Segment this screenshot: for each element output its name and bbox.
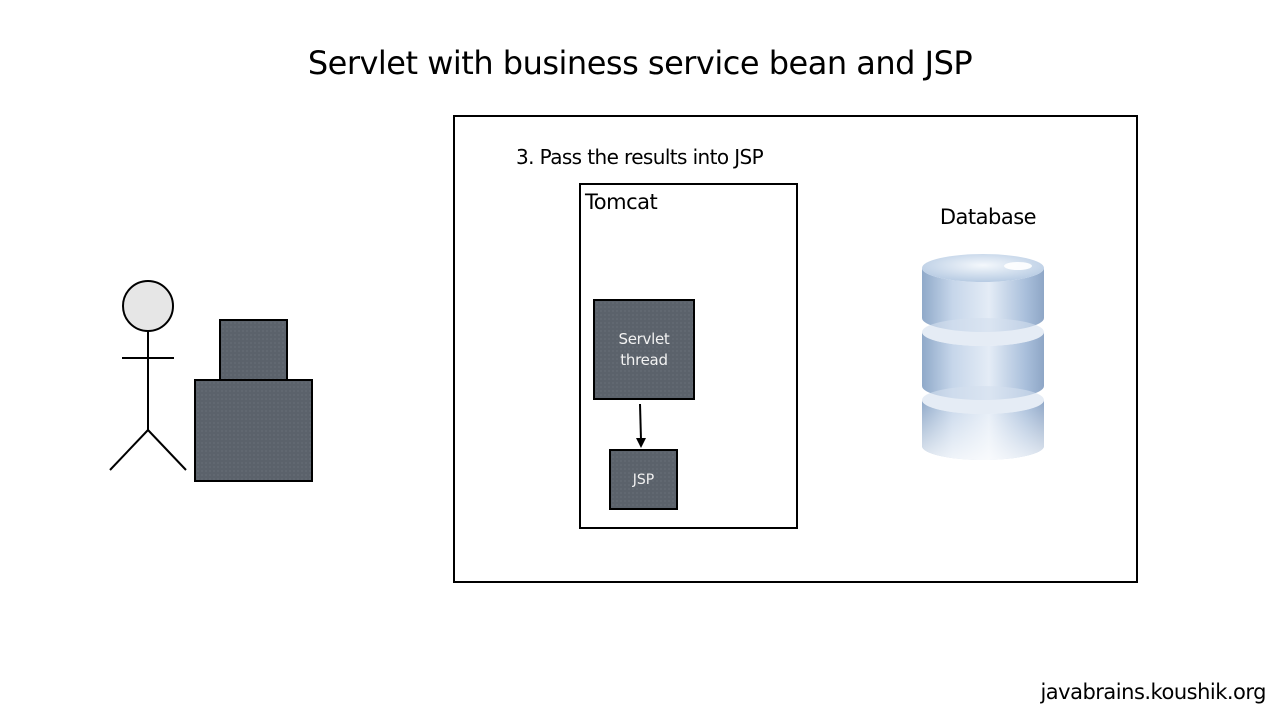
step-caption: 3. Pass the results into JSP: [516, 145, 764, 169]
jsp-label: JSP: [632, 471, 655, 488]
servlet-label-line1: Servlet: [618, 329, 670, 348]
database-cylinder-icon: [922, 254, 1044, 460]
jsp-box: JSP: [609, 449, 678, 510]
tomcat-container: [579, 183, 798, 529]
computer-base: [194, 379, 313, 482]
tomcat-label: Tomcat: [585, 190, 658, 214]
servlet-thread-label: Servlet thread: [619, 329, 670, 371]
servlet-thread-box: Servlet thread: [593, 299, 695, 400]
servlet-label-line2: thread: [620, 350, 668, 369]
stick-figure-icon: [109, 280, 187, 471]
footer-url: javabrains.koushik.org: [1040, 680, 1266, 704]
computer-monitor: [219, 319, 288, 381]
arrow-down-icon: [636, 403, 646, 448]
database-label: Database: [939, 205, 1037, 229]
server-container: [453, 115, 1138, 583]
slide-title: Servlet with business service bean and J…: [307, 44, 973, 82]
